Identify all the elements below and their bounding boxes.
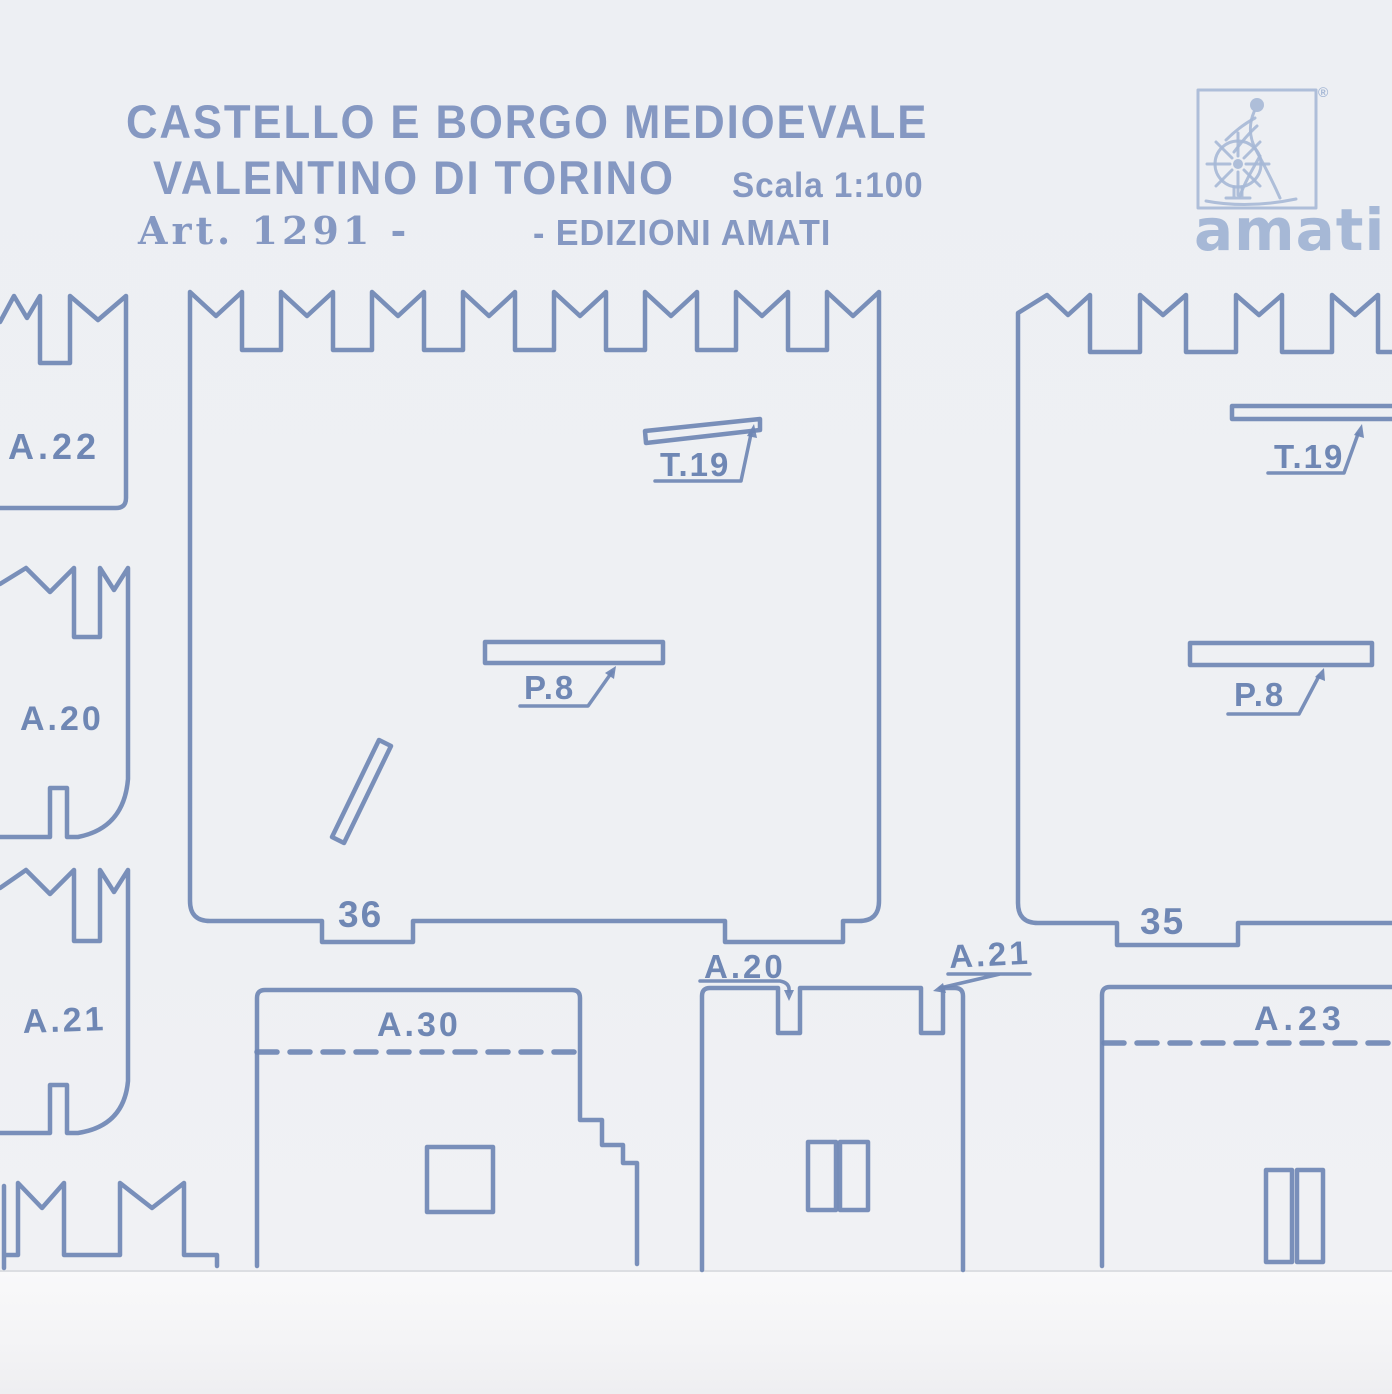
helmsman-head xyxy=(1250,98,1264,112)
part-number-36: 36 xyxy=(338,894,384,935)
notch-label-a20: A.20 xyxy=(704,948,786,985)
part-label-a20-left: A.20 xyxy=(20,700,104,738)
ship-wheel-hub xyxy=(1233,159,1243,169)
center-tile-arrowhead-icon xyxy=(747,424,757,438)
sheet-title-line1: CASTELLO E BORGO MEDIOEVALE xyxy=(126,95,929,148)
part-a22-outline xyxy=(0,293,129,511)
center-tile-leader-line xyxy=(653,432,753,483)
annotation-t19-right: T.19 xyxy=(1274,438,1345,475)
right-tile-strip xyxy=(1229,403,1392,422)
center-plank-arrowhead-icon xyxy=(605,666,616,679)
part-label-a30: A.30 xyxy=(377,1006,461,1044)
notch-a21-leader-line xyxy=(938,972,1032,990)
part-number-35: 35 xyxy=(1140,901,1186,942)
bottom-middle-slot-right xyxy=(837,1139,871,1213)
logo-frame xyxy=(1196,88,1318,210)
background-surface xyxy=(0,1272,1392,1394)
part-a23-slot-right xyxy=(1294,1167,1326,1265)
notch-label-a21: A.21 xyxy=(948,933,1032,975)
part-label-a23: A.23 xyxy=(1254,1000,1346,1038)
helmsman-body xyxy=(1248,110,1282,200)
part-a23-outline xyxy=(1099,984,1392,1269)
bottom-middle-outline xyxy=(699,985,966,1273)
annotation-p8-center: P.8 xyxy=(524,669,576,706)
amati-wordmark: amati xyxy=(1194,196,1386,264)
right-plank-arrowhead-icon xyxy=(1315,668,1325,681)
right-tile-arrowhead-icon xyxy=(1354,424,1364,438)
sheet-title-line2: VALENTINO DI TORINO xyxy=(153,151,675,204)
right-plank-strip xyxy=(1187,640,1375,668)
bottom-left-battlement-outline xyxy=(1,1180,220,1271)
notch-a20-leader-line xyxy=(698,979,791,993)
center-plank-strip xyxy=(482,639,666,666)
right-wall-outline xyxy=(1015,292,1392,948)
article-number: Art. 1291 - xyxy=(138,208,411,253)
right-tile-leader-line xyxy=(1266,432,1360,475)
registered-trademark-icon: ® xyxy=(1318,84,1329,100)
center-wall-outline xyxy=(187,289,882,945)
scale-note: Scala 1:100 xyxy=(732,166,924,205)
part-a30-outline xyxy=(254,987,640,1269)
amati-logo xyxy=(1196,88,1318,210)
annotation-t19-center: T.19 xyxy=(660,446,731,483)
edition-note: - EDIZIONI AMATI xyxy=(533,212,832,253)
annotation-p8-right: P.8 xyxy=(1234,676,1286,713)
part-a23-slot-left xyxy=(1263,1167,1295,1265)
notch-a20-arrowhead-icon xyxy=(784,990,794,1001)
helmsman-arms xyxy=(1224,116,1259,154)
part-a20-left-outline xyxy=(0,565,131,840)
bottom-middle-slot-left xyxy=(805,1139,839,1213)
part-a21-left-outline xyxy=(0,867,131,1136)
part-label-a21-left: A.21 xyxy=(22,1000,108,1041)
notch-a21-arrowhead-icon xyxy=(933,983,946,993)
logo-ground-line xyxy=(1204,197,1298,207)
helmsman-leg xyxy=(1238,154,1262,198)
part-label-a22: A.22 xyxy=(8,426,101,467)
right-plank-leader-line xyxy=(1226,674,1321,716)
center-tile-strip xyxy=(642,416,763,446)
plan-sheet xyxy=(0,0,1392,1272)
part-a30-window-hole xyxy=(424,1144,496,1215)
center-diagonal-strip xyxy=(329,737,394,846)
center-plank-leader-line xyxy=(518,670,614,708)
